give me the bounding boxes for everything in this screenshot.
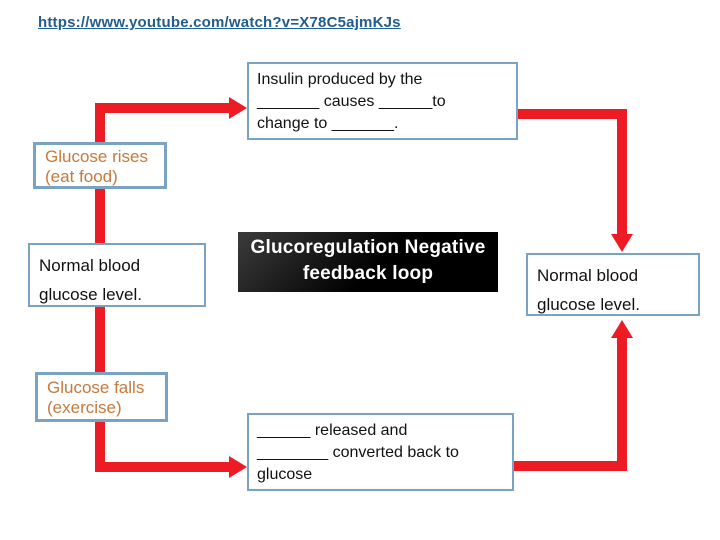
glucose-falls-line-2: (exercise)	[47, 398, 122, 417]
bottom-right-arrow-line	[513, 461, 627, 471]
bottom-left-arrow-line	[95, 462, 229, 472]
right-up-line	[617, 338, 627, 471]
glucose-rises-line-1: Glucose rises	[45, 147, 148, 166]
normal-left-line-1: Normal blood	[39, 256, 141, 275]
youtube-link[interactable]: https://www.youtube.com/watch?v=X78C5ajm…	[38, 14, 401, 31]
insulin-line-3: change to _______.	[257, 115, 399, 132]
insulin-line-1: Insulin produced by the	[257, 71, 423, 88]
normal-blood-left-textbox: Normal blood glucose level.	[28, 243, 206, 307]
arrow-right-icon	[229, 97, 247, 119]
glucose-rises-textbox: Glucose rises (eat food)	[33, 142, 167, 189]
glucoregulation-title: Glucoregulation Negative feedback loop	[238, 232, 498, 292]
glucagon-line-3: glucose	[257, 466, 313, 483]
normal-right-line-1: Normal blood	[537, 266, 639, 285]
insulin-line-2: _______ causes ______to	[257, 93, 446, 110]
right-down-line	[617, 109, 627, 236]
arrow-down-icon	[611, 234, 633, 252]
glucagon-line-1: ______ released and	[257, 422, 408, 439]
glucagon-textbox: ______ released and ________ converted b…	[247, 413, 514, 491]
top-right-arrow-line	[517, 109, 627, 119]
normal-left-line-2: glucose level.	[39, 285, 143, 304]
insulin-textbox: Insulin produced by the _______ causes _…	[247, 62, 518, 140]
title-line-2: Negative feedback loop	[302, 237, 486, 284]
glucose-rises-line-2: (eat food)	[45, 167, 118, 186]
title-line-1: Glucoregulation	[250, 237, 400, 258]
glucose-falls-line-1: Glucose falls	[47, 378, 145, 397]
arrow-up-icon	[611, 320, 633, 338]
glucagon-line-2: ________ converted back to	[257, 444, 459, 461]
arrow-right-icon	[229, 456, 247, 478]
glucose-falls-textbox: Glucose falls (exercise)	[35, 372, 168, 422]
top-left-arrow-line	[95, 103, 229, 113]
normal-right-line-2: glucose level.	[537, 295, 641, 314]
normal-blood-right-textbox: Normal blood glucose level.	[526, 253, 700, 316]
